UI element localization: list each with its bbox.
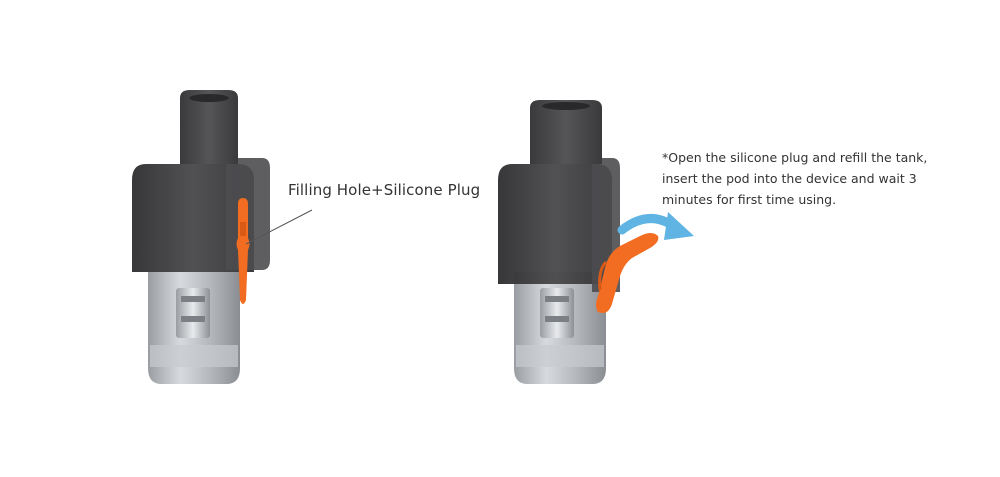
pod-right-base bbox=[516, 345, 604, 367]
refill-instruction-text: *Open the silicone plug and refill the t… bbox=[662, 147, 952, 210]
filling-hole-label: Filling Hole+Silicone Plug bbox=[288, 181, 481, 199]
silicone-plug-open-shade bbox=[598, 260, 608, 291]
instruction-line: *Open the silicone plug and refill the t… bbox=[662, 150, 928, 165]
pod-left-coil-band bbox=[181, 296, 205, 302]
silicone-plug-closed-icon bbox=[236, 198, 250, 304]
pod-left-coil bbox=[176, 288, 210, 338]
pod-right-mouthpiece bbox=[530, 100, 602, 164]
pod-right-coil-band bbox=[545, 296, 569, 302]
callout-leader-line bbox=[245, 209, 313, 245]
pod-left-coil-band bbox=[181, 316, 205, 322]
pod-left-airhole bbox=[189, 94, 229, 102]
silicone-plug-ridge bbox=[240, 222, 246, 236]
pod-right-coil-band bbox=[545, 316, 569, 322]
instruction-line: insert the pod into the device and wait … bbox=[662, 171, 917, 186]
pod-left-mouthpiece bbox=[180, 90, 238, 164]
pod-left-base bbox=[150, 345, 238, 367]
pod-left-shell bbox=[132, 164, 254, 272]
pod-right bbox=[498, 100, 659, 384]
pod-right-shell bbox=[498, 164, 612, 284]
pod-right-coil bbox=[540, 288, 574, 338]
open-direction-arrow-icon bbox=[617, 212, 694, 240]
pod-left bbox=[132, 90, 270, 384]
instruction-line: minutes for first time using. bbox=[662, 192, 837, 207]
pod-right-airhole bbox=[542, 102, 590, 110]
silicone-plug-open-icon bbox=[596, 233, 659, 313]
